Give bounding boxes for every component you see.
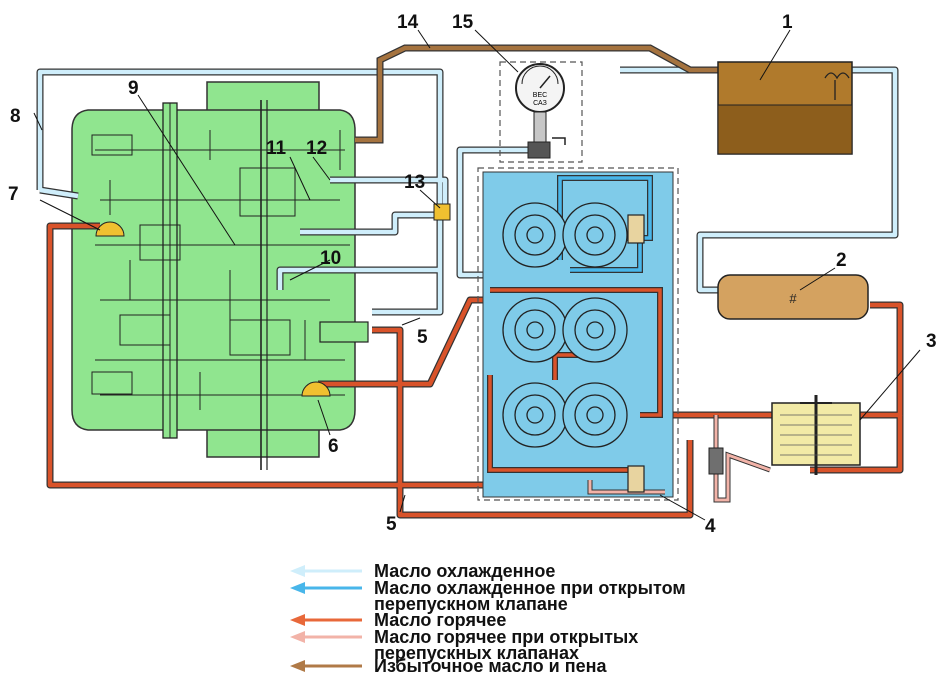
legend-arrow-cold (290, 565, 362, 577)
filter-bypass (709, 415, 770, 500)
callout-6: 6 (328, 436, 339, 457)
callout-4: 4 (705, 516, 716, 537)
callout-12: 12 (306, 138, 327, 159)
legend-arrow-excess (290, 660, 362, 672)
callout-5-lower: 5 (386, 514, 397, 535)
legend: Масло охлажденное Масло охлажденное при … (290, 561, 686, 675)
gauge-label-2: САЗ (533, 100, 547, 107)
legend-arrow-hot (290, 614, 362, 626)
callout-5-upper: 5 (417, 327, 428, 348)
oil-filter (772, 395, 860, 475)
callout-9: 9 (128, 78, 139, 99)
callout-2: 2 (836, 250, 847, 271)
legend-excess: Избыточное масло и пена (374, 656, 607, 675)
callout-14: 14 (397, 12, 419, 33)
callout-13: 13 (404, 172, 425, 193)
oil-tee (434, 204, 450, 220)
callout-7: 7 (8, 184, 19, 205)
callout-10: 10 (320, 248, 341, 269)
svg-text:#: # (789, 291, 797, 306)
callout-15: 15 (452, 12, 474, 33)
callout-3: 3 (926, 331, 937, 352)
callout-8: 8 (10, 106, 21, 127)
legend-arrow-cold-bypass (290, 582, 362, 594)
oil-cooler: # (718, 275, 868, 319)
pump-block (478, 168, 678, 500)
legend-arrow-hot-bypass (290, 631, 362, 643)
callout-11: 11 (266, 138, 287, 159)
gauge-label-1: ВЕС (533, 92, 547, 99)
oil-tank (718, 62, 852, 154)
callout-1: 1 (782, 12, 793, 33)
